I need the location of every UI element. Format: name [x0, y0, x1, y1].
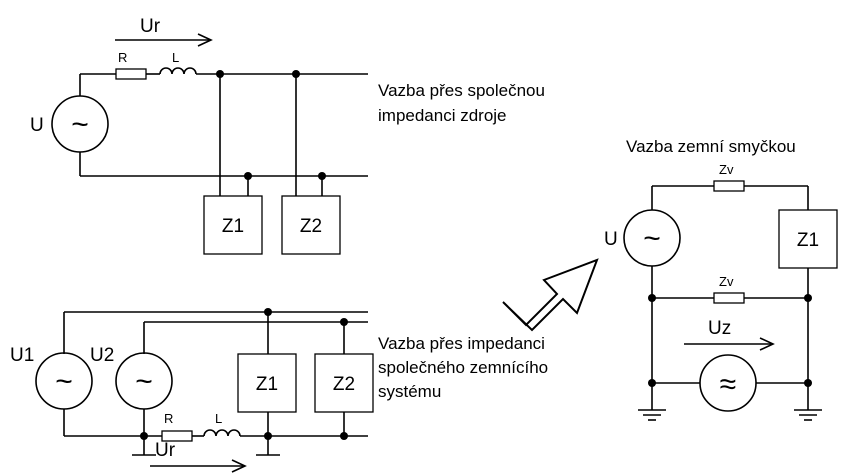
gl-zv-mid-resistor — [713, 292, 745, 304]
gl-junction-4 — [804, 379, 812, 387]
gl-noise-icon: ≈ — [720, 368, 736, 401]
top-z2-label: Z2 — [300, 216, 322, 237]
top-r-label: R — [118, 50, 127, 65]
bottom-circuit: ~ U1 ~ U2 R L Ur — [10, 308, 548, 473]
top-source-label: U — [30, 115, 44, 136]
top-z1-label: Z1 — [222, 216, 244, 237]
bottom-caption-line1: Vazba přes impedanci — [378, 334, 545, 353]
bottom-inductor-l — [203, 429, 241, 437]
gl-zv-mid-label: Zv — [719, 274, 734, 289]
u1-sine-icon: ~ — [55, 365, 73, 398]
earth-ground-icon — [638, 409, 666, 421]
ground-icon — [256, 436, 280, 456]
hollow-arrow-icon — [502, 258, 599, 332]
top-caption-line2: impedanci zdroje — [378, 106, 507, 125]
earth-ground-icon — [794, 409, 822, 421]
top-z1-box — [203, 195, 263, 255]
u1-label: U1 — [10, 345, 34, 366]
gl-zv-top-label: Zv — [719, 162, 734, 177]
top-l-label: L — [172, 50, 179, 65]
gl-uz-label: Uz — [708, 318, 731, 339]
top-ur-arrow-icon — [115, 33, 213, 47]
ground-loop-circuit: Vazba zemní smyčkou Zv ~ U Z1 Zv Uz — [604, 137, 838, 421]
u2-sine-icon: ~ — [135, 365, 153, 398]
top-circuit: Ur ~ U R L Z1 Z2 — [30, 16, 545, 255]
top-inductor-l — [159, 67, 197, 75]
gl-zv-top-resistor — [713, 180, 745, 192]
bottom-r-label: R — [164, 411, 173, 426]
gl-source-sine-icon: ~ — [643, 222, 661, 255]
gl-junction-3 — [648, 379, 656, 387]
top-resistor-r — [115, 68, 147, 80]
top-z2-box — [281, 195, 341, 255]
top-caption-line1: Vazba přes společnou — [378, 81, 545, 100]
gl-uz-arrow-icon — [684, 337, 775, 351]
bottom-z2-box — [314, 353, 374, 413]
bottom-caption-line3: systému — [378, 382, 441, 401]
ground-icon — [132, 436, 156, 456]
bottom-ur-label: Ur — [155, 440, 176, 461]
gl-z1-box — [778, 209, 838, 269]
u2-label: U2 — [90, 345, 114, 366]
top-source-sine-icon: ~ — [71, 108, 89, 141]
bottom-l-label: L — [215, 411, 222, 426]
bottom-z2-label: Z2 — [333, 374, 355, 395]
top-ur-label: Ur — [140, 16, 161, 37]
gl-z1-label: Z1 — [797, 230, 819, 251]
bottom-z1-label: Z1 — [256, 374, 278, 395]
gl-source-label: U — [604, 229, 618, 250]
ground-loop-title: Vazba zemní smyčkou — [626, 137, 796, 156]
bottom-caption-line2: společného zemnícího — [378, 358, 548, 377]
bottom-z1-box — [237, 353, 297, 413]
bottom-ur-arrow-icon — [150, 459, 247, 473]
